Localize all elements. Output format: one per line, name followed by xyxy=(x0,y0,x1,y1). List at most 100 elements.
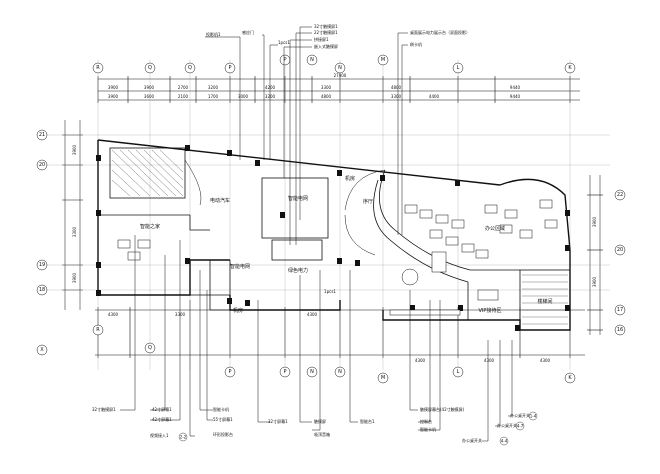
dim-bottom-1: 4300 xyxy=(108,312,119,317)
room-label-3: 智能电网 xyxy=(230,263,250,270)
bottom-callout-12: 触摸屏幕台(42寸触摸屏) xyxy=(420,406,465,412)
axis-left-1: 21 xyxy=(39,132,45,138)
bottom-callout-17: 办公桌开关 xyxy=(462,437,482,443)
bottom-callout-8: 32寸屏幕1 xyxy=(268,418,288,424)
axis-top-1: R xyxy=(96,65,100,71)
axis-left-3: 19 xyxy=(39,262,45,268)
structural-columns xyxy=(96,145,570,331)
axis-bottom-6: N xyxy=(338,369,342,375)
room-label-10: 机房 xyxy=(233,307,243,314)
axis-top-10: K xyxy=(568,65,572,71)
axis-top-4: P xyxy=(228,65,231,71)
detail-code-1: 2-2 xyxy=(180,435,187,440)
axis-bottom-2: Q xyxy=(148,345,152,351)
room-label-6: 序厅 xyxy=(363,198,373,205)
dim-top-4: 3200 xyxy=(208,85,219,90)
bottom-callout-5: 视频接入1 xyxy=(150,432,169,438)
axis-right-3: 17 xyxy=(617,307,623,313)
axis-top-6: N xyxy=(310,57,314,63)
axis-bottom-5: N xyxy=(310,369,314,375)
dim-top-6: 3300 xyxy=(321,85,332,90)
room-label-8: 办公区域 xyxy=(485,225,505,232)
axis-bottom-8: L xyxy=(457,369,460,375)
room-label-4: 智能电网 xyxy=(288,195,308,202)
bottom-callout-9: 触摸屏 xyxy=(314,418,326,424)
axis-top-3: Q xyxy=(188,65,192,71)
dim-bottom-5: 4300 xyxy=(484,358,495,363)
top-callout-9: 刷卡机 xyxy=(410,41,422,47)
axis-right-4: 16 xyxy=(617,327,623,333)
detail-code-4: 4-4 xyxy=(501,439,508,444)
room-labels: 智能之家 电动汽车 智能电网 智能电网 机房 序厅 绿色电力 办公区域 VIP接… xyxy=(140,175,553,314)
top-callout-6: 拼接屏1 xyxy=(314,36,329,42)
furniture xyxy=(117,199,558,316)
axis-bubbles-right xyxy=(614,189,626,336)
axis-labels-top: R Q Q P P N N M L K xyxy=(96,57,572,71)
dim-bottom-3: 4300 xyxy=(307,312,318,317)
detail-code-tags xyxy=(178,411,538,446)
bottom-callout-16: 办公桌开关 xyxy=(497,422,517,428)
dim-top-7: 4800 xyxy=(391,85,402,90)
axis-left-4: 18 xyxy=(39,287,45,293)
dim-top-8: 9440 xyxy=(510,85,521,90)
bottom-callout-7: 智能卡机 xyxy=(213,406,229,412)
dim-total: 27900 xyxy=(334,73,347,78)
room-label-12: 1pcs1 xyxy=(324,289,336,294)
axis-labels-bottom: R Q P P N N M L K xyxy=(96,327,572,381)
top-callout-7: 嵌入式触摸屏 xyxy=(314,43,338,49)
axis-right-2: 20 xyxy=(617,247,623,253)
stair-hatching xyxy=(111,149,568,325)
axis-bottom-9: K xyxy=(568,375,572,381)
dim-top2-2: 3600 xyxy=(144,94,155,99)
room-label-5: 机房 xyxy=(345,175,355,182)
dim-top-3: 2700 xyxy=(178,85,189,90)
bottom-callout-13: 控制台 xyxy=(420,418,432,424)
axis-bottom-4: P xyxy=(283,369,286,375)
room-label-11: 楼梯间 xyxy=(537,298,552,305)
bottom-callouts: 32寸触摸屏1 42寸屏幕1 42寸屏幕1 55寸屏幕1 视频接入1 吸顶音箱 … xyxy=(92,406,530,443)
axis-left-2: 20 xyxy=(39,162,45,168)
bottom-callout-14: 智能卡机 xyxy=(420,426,436,432)
dim-left-1: 3900 xyxy=(72,144,77,155)
top-callout-2: 感应门 xyxy=(242,29,254,35)
dim-top2-7: 4800 xyxy=(321,94,332,99)
detail-code-3: 4-7 xyxy=(517,424,524,429)
axis-top-7: N xyxy=(338,65,342,71)
axis-bottom-1: R xyxy=(96,327,100,333)
detail-codes: 2-2 1-4 4-7 4-4 xyxy=(180,414,537,444)
dim-top2-3: 2100 xyxy=(178,94,189,99)
dim-left-2: 3300 xyxy=(72,226,77,237)
dim-top-2: 3900 xyxy=(144,85,155,90)
axis-top-2: Q xyxy=(148,65,152,71)
top-callout-3: 1pcs1 xyxy=(278,40,290,45)
axis-labels-left: 21 20 19 18 X xyxy=(39,132,45,353)
dim-top-1: 3900 xyxy=(108,85,119,90)
axis-right-1: 22 xyxy=(617,192,623,198)
top-callout-1: 投影机1 xyxy=(206,31,221,37)
dim-top2-5: 3000 xyxy=(238,94,249,99)
dim-right-1: 3900 xyxy=(592,216,597,227)
bottom-callout-11: 智能台1 xyxy=(360,418,375,424)
inner-walls xyxy=(100,147,571,331)
dim-top2-9: 4400 xyxy=(429,94,440,99)
axis-labels-right: 22 20 17 16 xyxy=(617,192,623,333)
top-callouts: 投影机1 感应门 1pcs1 32寸触摸屏1 22寸触摸屏1 拼接屏1 嵌入式触… xyxy=(206,23,470,49)
axis-bubbles-left xyxy=(36,129,48,356)
room-label-1: 智能之家 xyxy=(140,223,160,230)
top-callout-4: 32寸触摸屏1 xyxy=(314,23,338,29)
dim-left-3: 3900 xyxy=(72,272,77,283)
detail-code-2: 1-4 xyxy=(530,414,537,419)
dim-bottom-6: 4300 xyxy=(540,358,551,363)
axis-top-9: L xyxy=(457,65,460,71)
axis-bottom-7: M xyxy=(381,375,385,381)
axis-bottom-3: P xyxy=(228,369,231,375)
room-label-9: VIP接待区 xyxy=(479,307,502,314)
bottom-callout-15: 办公桌开关 xyxy=(510,412,530,418)
glass-arcs xyxy=(184,159,419,286)
dimension-ticks xyxy=(62,76,603,358)
bottom-callout-3: 42寸屏幕1 xyxy=(152,416,172,422)
axis-left-5: X xyxy=(40,347,44,353)
dim-top2-8: 3300 xyxy=(391,94,402,99)
bottom-callout-6: 吸顶音箱 xyxy=(314,431,330,437)
